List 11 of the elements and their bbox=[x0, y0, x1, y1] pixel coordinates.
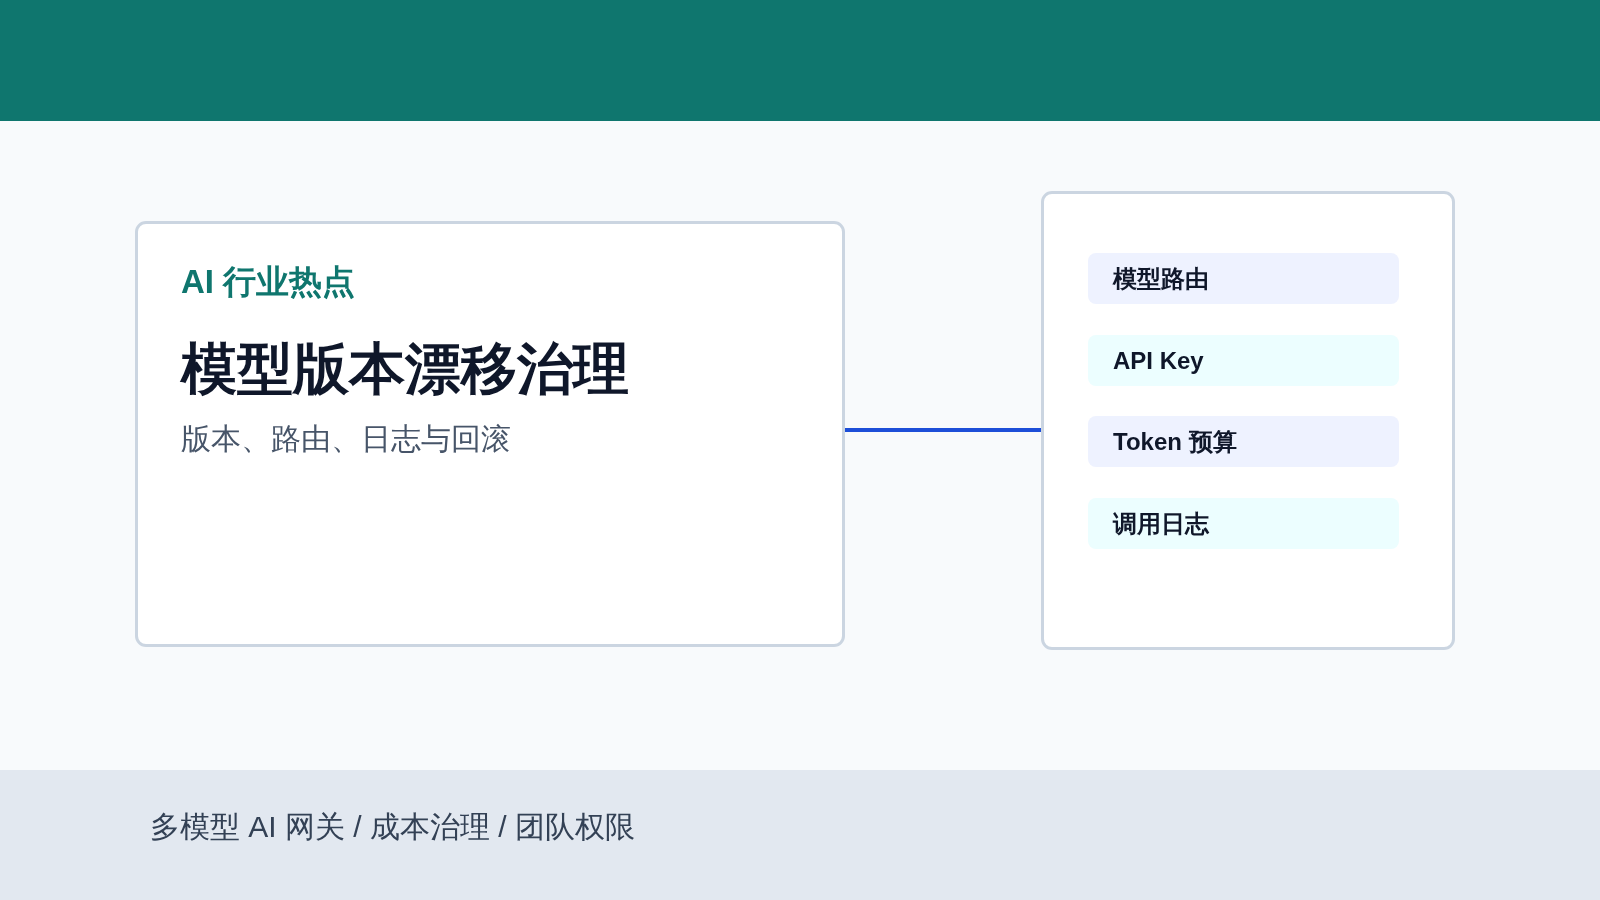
panel bbox=[1041, 191, 1455, 650]
category-label: AI 行业热点 bbox=[181, 262, 356, 302]
list-item: 调用日志 bbox=[1088, 498, 1399, 549]
heading: 模型版本漂移治理 bbox=[181, 336, 629, 402]
list-item: 模型路由 bbox=[1088, 253, 1399, 304]
list-item: API Key bbox=[1088, 335, 1399, 386]
list-item: Token 预算 bbox=[1088, 416, 1399, 467]
footer-text: 多模型 AI 网关 / 成本治理 / 团队权限 bbox=[150, 809, 636, 845]
connector-line bbox=[845, 428, 1041, 432]
text-card bbox=[135, 221, 845, 647]
subtitle: 版本、路由、日志与回滚 bbox=[181, 421, 511, 457]
